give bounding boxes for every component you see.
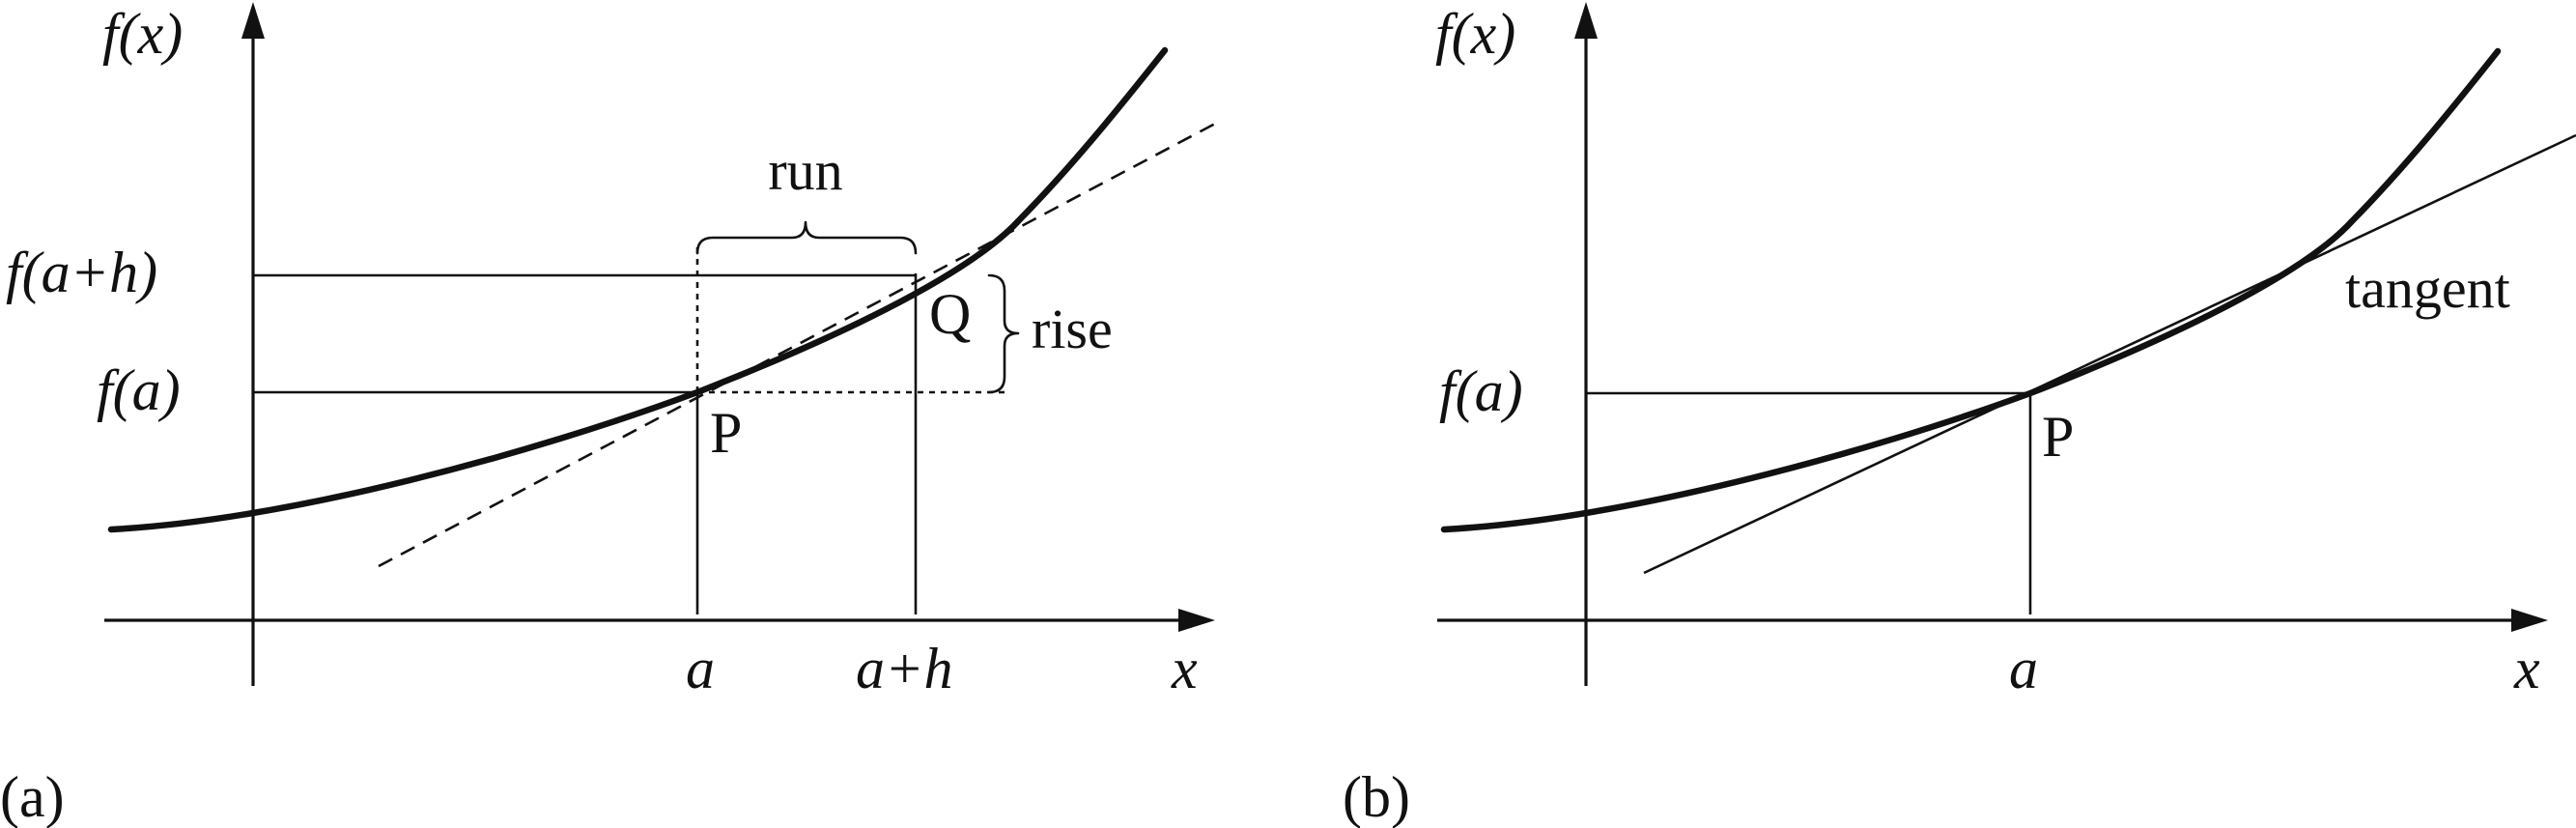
panel-a-run-label: run [768, 139, 842, 202]
panel-a-rise-brace [987, 273, 1020, 394]
panel-b-tick-f-a: f(a) [1439, 359, 1523, 423]
panel-b-tick-a: a [2009, 637, 2038, 700]
panel-a-curve [107, 46, 1169, 533]
panel-a-tick-a-plus-h: a+h [856, 637, 953, 700]
panel-b-label: (b) [1343, 765, 1410, 828]
panel-a: f(x) f(a+h) f(a) P Q run rise a a+h x (a… [0, 2, 1216, 828]
panel-a-y-axis-label: f(x) [102, 2, 183, 66]
panel-a-rise-label: rise [1032, 298, 1113, 360]
panel-b-curve [1440, 47, 2502, 533]
panel-a-point-p: P [710, 401, 742, 465]
panel-b-y-axis-label: f(x) [1435, 2, 1515, 66]
panel-b-x-axis-arrowhead [2511, 609, 2548, 632]
panel-b-tangent-line [1643, 133, 2576, 575]
panel-a-point-q: Q [929, 282, 971, 346]
panel-a-x-axis-label: x [1171, 637, 1198, 700]
panel-b-y-axis-arrowhead [1574, 2, 1598, 39]
panel-a-tick-f-a-plus-h: f(a+h) [6, 241, 157, 304]
panel-b-tangent-label: tangent [2345, 257, 2510, 320]
panel-a-tick-f-a: f(a) [97, 358, 181, 422]
panel-a-run-brace [695, 220, 918, 255]
panel-a-label: (a) [0, 765, 65, 828]
panel-a-x-axis-arrowhead [1178, 609, 1215, 632]
panel-a-secant-line [378, 122, 1216, 568]
panel-a-y-axis-arrowhead [241, 2, 265, 39]
panel-b: f(x) f(a) P tangent a x (b) [1343, 2, 2576, 828]
panel-b-x-axis-label: x [2513, 637, 2540, 700]
panel-a-tick-a: a [686, 637, 715, 700]
panel-b-point-p: P [2042, 405, 2074, 469]
